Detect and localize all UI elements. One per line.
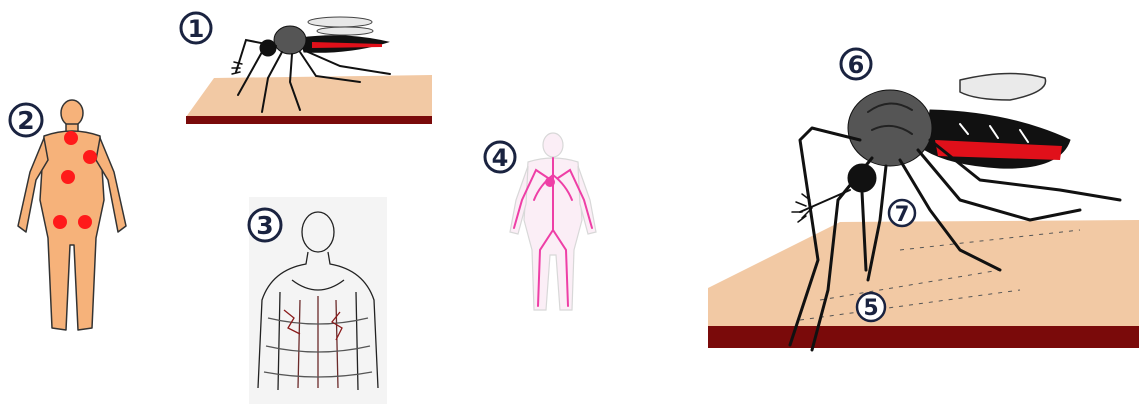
number-6: 6: [848, 51, 865, 79]
skin-block-large: [708, 220, 1139, 348]
panel-3: 3: [249, 197, 387, 404]
panel-2: 2: [10, 100, 126, 330]
number-1: 1: [188, 15, 205, 43]
number-1-badge: 1: [181, 13, 211, 43]
number-6-badge: 6: [841, 49, 871, 79]
number-3: 3: [256, 211, 273, 240]
skin-block-small: [186, 75, 432, 124]
number-3-badge: 3: [249, 209, 281, 241]
number-7-badge: 7: [889, 200, 915, 226]
number-5: 5: [863, 296, 878, 321]
number-4-badge: 4: [485, 142, 515, 172]
number-2: 2: [17, 106, 34, 135]
number-4: 4: [492, 144, 509, 172]
panel-4: 4: [485, 133, 596, 310]
panel-1: 1: [181, 13, 432, 124]
panel-large: 6 7 5: [708, 49, 1139, 350]
number-5-badge: 5: [857, 293, 885, 321]
number-2-badge: 2: [10, 104, 42, 136]
number-7: 7: [895, 202, 910, 226]
circulatory-body-icon: [510, 133, 596, 310]
